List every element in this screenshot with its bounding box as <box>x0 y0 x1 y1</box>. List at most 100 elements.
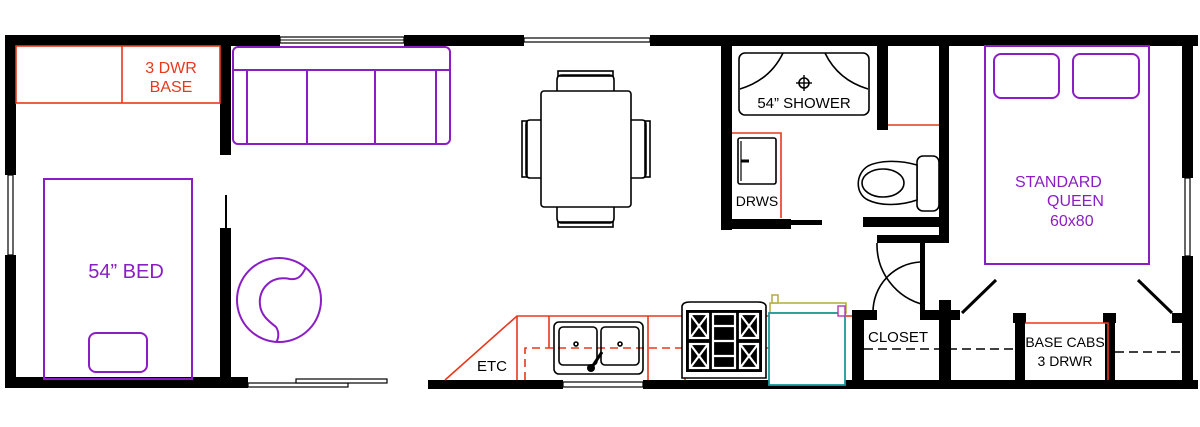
shower-pan <box>738 52 870 116</box>
exterior-walls <box>5 35 1198 389</box>
wall-bottom-left <box>5 377 248 388</box>
fridge-body[interactable] <box>768 312 846 386</box>
shower-curve-right <box>824 52 869 90</box>
bath-vanity: DRWS <box>732 132 782 218</box>
closet-door-leaf[interactable] <box>920 240 925 312</box>
kitchen: ETC <box>444 294 852 386</box>
bedroom-closet-door-left[interactable] <box>960 278 998 315</box>
wall-basecab-right-cap <box>1103 313 1116 323</box>
sink-basin-outer <box>553 321 644 375</box>
dining-chair-bottom <box>556 207 615 224</box>
wall-left-upper <box>5 35 16 175</box>
wall-basecab-left-cap <box>1013 313 1026 323</box>
queen-pillow-right <box>1072 53 1140 99</box>
dining-chair-right-back <box>644 120 651 178</box>
fridge-hinge <box>837 305 846 317</box>
sofa <box>232 46 451 145</box>
wall-left-lower <box>5 255 16 385</box>
dining-chair-top <box>556 74 615 91</box>
refrigerator <box>768 294 847 386</box>
burner-grid-3 <box>688 342 710 370</box>
fridge-door-open <box>769 302 847 314</box>
dining-chair-top-back <box>557 70 614 77</box>
wall-closet-top <box>877 235 949 243</box>
bedroom-base-cabinets: BASE CABS 3 DRWR <box>1025 322 1182 380</box>
wall-bath-right <box>939 35 949 240</box>
dining-chair-bottom-back <box>557 221 614 228</box>
fridge-handle <box>771 294 779 304</box>
label-base-cabs-1: BASE CABS <box>1025 334 1104 350</box>
window-bottom-kitchen <box>562 381 644 388</box>
wall-bath-bottom-right <box>863 217 941 227</box>
dining-chair-left <box>525 119 541 179</box>
closet-door-swing <box>872 261 921 313</box>
bath-door-swing <box>876 242 926 306</box>
wall-bottom-right <box>643 380 1198 389</box>
sink-drain-right <box>617 341 623 347</box>
dining-chair-right <box>631 119 647 179</box>
wall-bottom-kitchen-left <box>428 380 563 389</box>
wall-bath-bottom-left <box>721 219 791 229</box>
wall-shower-divider <box>877 35 888 130</box>
toilet-tank <box>916 155 940 212</box>
label-closet: CLOSET <box>868 329 928 346</box>
label-queen-1: STANDARD <box>1015 174 1102 191</box>
sink-basin-left <box>558 326 598 366</box>
bath-pocket-door[interactable] <box>790 220 822 225</box>
sliding-door-panel-2[interactable] <box>295 378 388 384</box>
wall-closet-left-cap <box>852 310 877 320</box>
label-shower: 54” SHOWER <box>757 95 851 112</box>
wall-right-closet-cap <box>1172 313 1184 323</box>
shower-curve-left <box>739 52 784 90</box>
sliding-door-panel-1[interactable] <box>247 382 349 388</box>
label-queen-2: QUEEN <box>1047 193 1104 210</box>
wall-top-mid <box>404 35 524 46</box>
label-etc: ETC <box>477 358 507 375</box>
doors <box>872 242 1174 315</box>
bed-54 <box>43 178 193 380</box>
toilet <box>857 155 940 212</box>
label-bed-54: 54” BED <box>88 261 164 283</box>
label-drws: DRWS <box>736 193 779 209</box>
living-dining <box>232 46 651 343</box>
wall-bath-left <box>721 35 732 230</box>
sink-faucet[interactable] <box>590 351 604 368</box>
bedroom-closet-door-right[interactable] <box>1136 278 1174 315</box>
wall-bunk-lower <box>220 228 231 383</box>
wall-basecab-left <box>1015 313 1025 388</box>
sink-basin-right <box>600 326 640 366</box>
range-stove <box>681 301 767 379</box>
window-right <box>1184 177 1191 257</box>
dining-set <box>521 70 651 228</box>
bedroom: STANDARD QUEEN 60x80 CLOSET BASE CABS 3 … <box>864 45 1182 380</box>
wall-basecab-right <box>1105 313 1115 388</box>
wall-right-lower <box>1182 256 1193 389</box>
bunk-room: 3 DWR BASE 54” BED <box>15 45 221 380</box>
bed-54-pillow <box>88 332 148 373</box>
swivel-chair-seat <box>258 266 307 343</box>
base-cab-outline <box>1025 322 1109 380</box>
dining-table <box>540 90 632 208</box>
toilet-bowl[interactable] <box>857 160 918 206</box>
wall-closet-left <box>852 315 864 387</box>
queen-pillow-left <box>993 53 1060 99</box>
queen-bed-frame <box>984 45 1150 265</box>
label-queen-3: 60x80 <box>1050 213 1094 230</box>
vanity-cabinet <box>732 132 782 218</box>
toilet-seat <box>861 168 905 198</box>
dining-chair-left-back <box>521 120 528 178</box>
wall-top-right <box>650 35 1198 46</box>
label-drawer-base-2: BASE <box>150 79 193 96</box>
interior-walls <box>220 35 1184 388</box>
double-sink <box>553 321 644 375</box>
burner-grid-4 <box>738 342 760 370</box>
label-base-cabs-2: 3 DRWR <box>1038 353 1093 369</box>
burner-grid-2 <box>738 312 760 340</box>
label-drawer-base-1: 3 DWR <box>145 60 197 77</box>
burner-grid-1 <box>688 312 710 340</box>
shower: 54” SHOWER <box>738 52 870 116</box>
drawer-base-cabinet <box>15 45 221 104</box>
wall-closet-right <box>939 300 951 387</box>
vanity-sink <box>737 137 777 185</box>
